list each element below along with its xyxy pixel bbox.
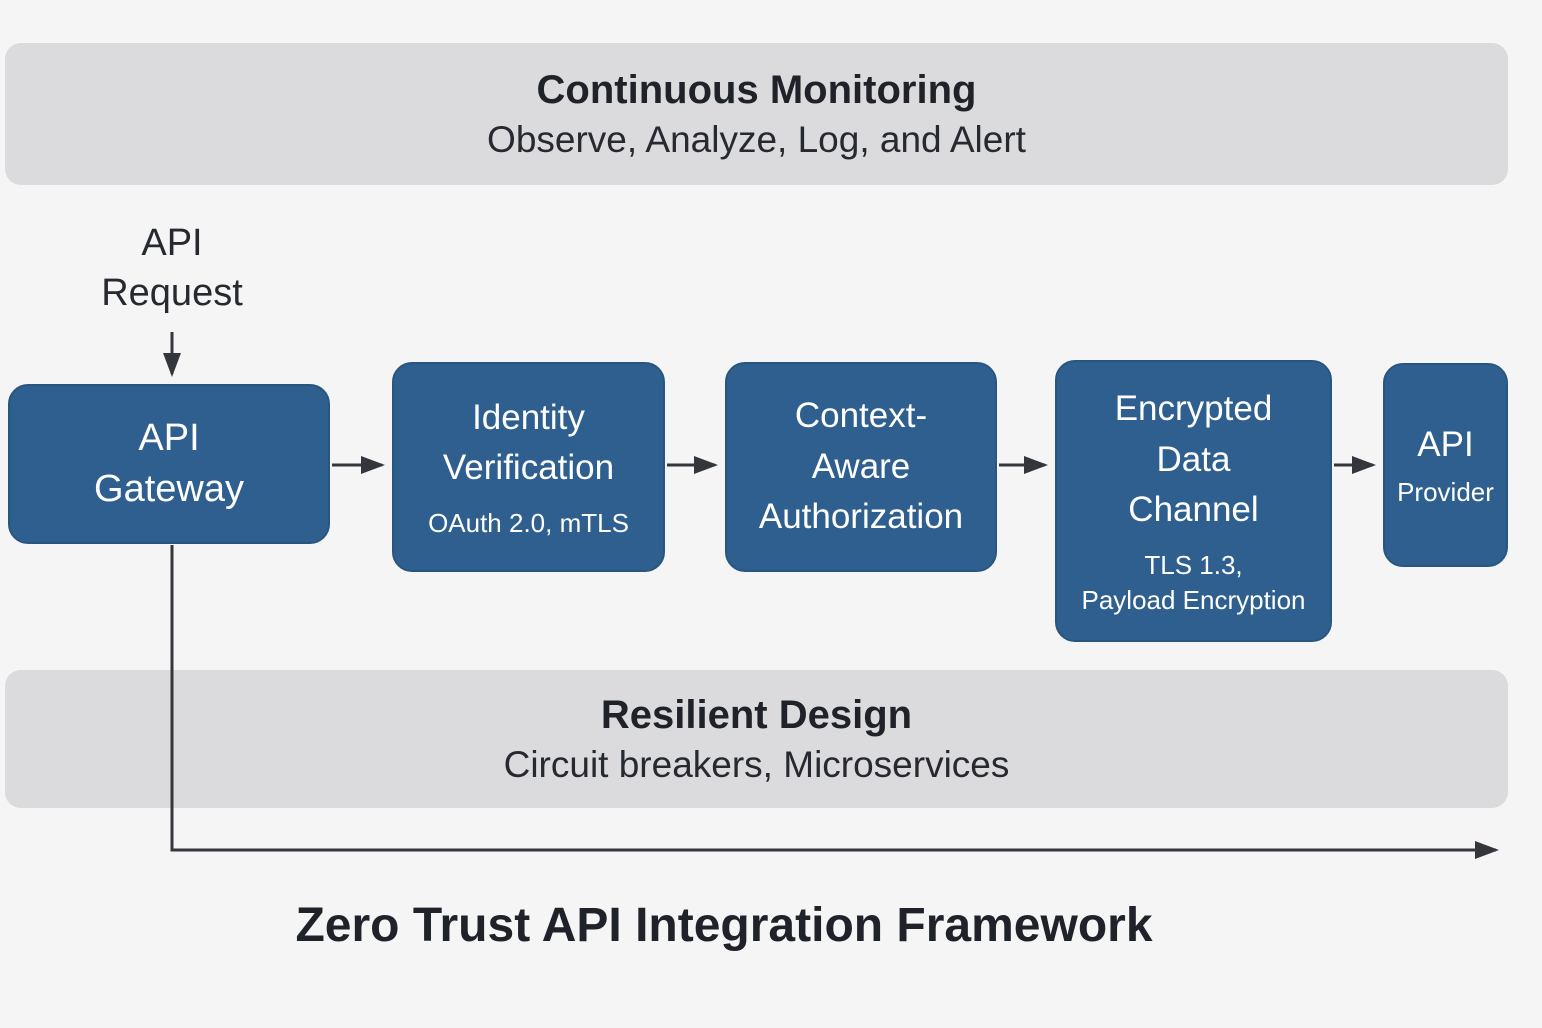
node-encrypted-line3: Channel [1128,490,1259,530]
node-api-provider: API Provider [1383,363,1508,567]
node-api-gateway: API Gateway [8,384,330,544]
resilient-design-title: Resilient Design [600,692,913,737]
node-encrypted-subtitle: TLS 1.3, Payload Encryption [1081,548,1305,618]
node-api-gateway-line2: Gateway [94,468,244,510]
node-encrypted-data-channel: Encrypted Data Channel TLS 1.3, Payload … [1055,360,1332,642]
api-request-line1: API [141,222,203,264]
node-identity-line2: Verification [442,448,615,488]
node-identity-verification-subtitle: OAuth 2.0, mTLS [428,508,629,539]
continuous-monitoring-title: Continuous Monitoring [536,67,977,112]
resilient-design-band: Resilient Design Circuit breakers, Micro… [5,670,1508,808]
node-context-line2: Aware [811,446,911,486]
node-identity-verification: Identity Verification OAuth 2.0, mTLS [392,362,665,572]
resilient-design-subtitle: Circuit breakers, Microservices [503,743,1010,785]
node-identity-verification-label: Identity Verification [443,393,614,495]
node-encrypted-label: Encrypted Data Channel [1115,384,1273,536]
node-api-provider-subtitle: Provider [1397,476,1494,507]
node-api-provider-label: API [1417,425,1474,465]
api-request-line2: Request [101,272,243,315]
continuous-monitoring-band: Continuous Monitoring Observe, Analyze, … [5,43,1508,185]
node-context-line1: Context- [794,395,928,435]
node-encrypted-line1: Encrypted [1114,388,1273,428]
node-identity-line1: Identity [472,397,585,437]
node-api-gateway-label: API Gateway [94,413,244,516]
node-context-aware-authorization: Context- Aware Authorization [725,362,997,572]
node-encrypted-sub-line2: Payload Encryption [1081,585,1306,616]
node-encrypted-sub-line1: TLS 1.3, [1144,550,1243,581]
diagram-title: Zero Trust API Integration Framework [295,899,1153,952]
node-api-gateway-line1: API [138,416,200,459]
node-context-aware-label: Context- Aware Authorization [759,391,963,543]
api-request-label: API Request [101,218,243,318]
continuous-monitoring-subtitle: Observe, Analyze, Log, and Alert [487,118,1026,160]
node-encrypted-line2: Data [1156,439,1231,479]
node-context-line3: Authorization [758,497,964,537]
